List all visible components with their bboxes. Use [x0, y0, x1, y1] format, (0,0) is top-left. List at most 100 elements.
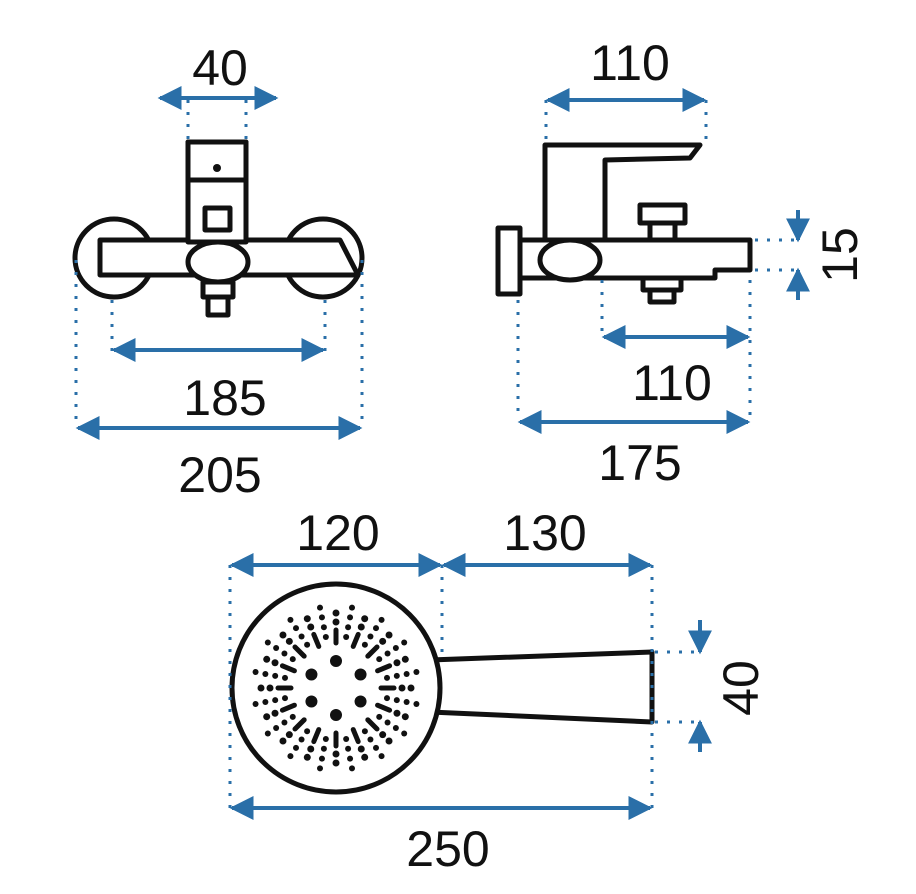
nozzle-dot — [384, 674, 391, 681]
nozzle-dot — [373, 625, 380, 632]
nozzle-dot — [384, 719, 391, 726]
nozzle-dot — [287, 753, 294, 760]
nozzle-dot — [357, 745, 365, 753]
nozzle-dot — [271, 659, 279, 667]
nozzle-dot — [384, 650, 391, 657]
nozzle-dot — [330, 655, 342, 667]
nozzle-dot — [332, 609, 340, 617]
nozzle-dot — [403, 699, 410, 706]
side-depth-label: 175 — [598, 435, 681, 491]
nozzle-dot — [354, 695, 367, 708]
nozzle-dot — [285, 731, 293, 739]
nozzle-dot — [305, 695, 318, 708]
nozzle-dot — [318, 614, 325, 621]
nozzle-dot — [279, 737, 287, 745]
nozzle-slot — [292, 717, 307, 732]
nozzle-dot — [320, 624, 327, 631]
nozzle-dot — [343, 633, 350, 640]
nozzle-dot — [401, 655, 409, 663]
nozzle-dot — [376, 656, 383, 663]
front-inner-width-label: 185 — [183, 370, 266, 426]
nozzle-dot — [385, 631, 393, 639]
nozzle-dot — [273, 725, 280, 732]
nozzle-dot — [252, 700, 259, 707]
front-view-dimensions — [74, 86, 364, 440]
nozzle-dot — [307, 623, 315, 631]
nozzle-dot — [393, 709, 401, 717]
nozzle-slot — [311, 727, 322, 745]
nozzle-dot — [330, 709, 342, 721]
nozzle-dot — [279, 631, 287, 639]
nozzle-dot — [376, 713, 383, 720]
nozzle-dot — [305, 668, 318, 681]
nozzle-dot — [322, 736, 329, 743]
side-view-faucet — [495, 142, 753, 305]
nozzle-dot — [263, 713, 271, 721]
nozzle-dot — [281, 719, 288, 726]
nozzle-dot — [361, 615, 369, 623]
shower-head-width-label: 120 — [296, 505, 379, 561]
nozzle-dot — [401, 639, 408, 646]
shower-handle-width-label: 130 — [503, 505, 586, 561]
nozzle-dot — [361, 641, 368, 648]
side-height-label: 15 — [812, 227, 868, 283]
nozzle-dot — [264, 639, 271, 646]
nozzle-dot — [303, 615, 311, 623]
nozzle-dot — [332, 759, 340, 767]
nozzle-dot — [298, 736, 305, 743]
side-spout-length-label: 110 — [632, 355, 712, 411]
nozzle-dot — [393, 697, 400, 704]
nozzle-dot — [343, 736, 350, 743]
nozzle-dot — [262, 699, 269, 706]
nozzle-dot — [307, 745, 315, 753]
nozzle-dot — [289, 656, 296, 663]
nozzle-dot — [257, 684, 265, 692]
shower-head — [229, 581, 655, 795]
nozzle-dot — [332, 750, 340, 758]
nozzle-dot — [272, 672, 279, 679]
nozzle-dot — [281, 650, 288, 657]
nozzle-dot — [392, 644, 399, 651]
nozzle-dot — [413, 669, 420, 676]
nozzle-dot — [285, 637, 293, 645]
nozzle-dot — [322, 633, 329, 640]
nozzle-dot — [347, 755, 354, 762]
shower-handle-height-label: 40 — [713, 660, 769, 716]
nozzle-dot — [401, 730, 408, 737]
nozzle-dot — [273, 644, 280, 651]
nozzle-dot — [361, 753, 369, 761]
nozzle-dot — [345, 745, 352, 752]
nozzle-dot — [378, 616, 385, 623]
nozzle-slot — [279, 702, 297, 713]
nozzle-dot — [385, 737, 393, 745]
nozzle-dot — [403, 670, 410, 677]
front-top-width-label: 40 — [192, 40, 248, 96]
nozzle-dot — [367, 633, 374, 640]
nozzle-dot — [361, 728, 368, 735]
nozzle-dot — [347, 614, 354, 621]
nozzle-dot — [348, 765, 355, 772]
nozzle-dot — [398, 684, 406, 692]
nozzle-slot — [279, 663, 297, 674]
nozzle-dot — [357, 623, 365, 631]
nozzle-dot — [289, 713, 296, 720]
nozzle-dot — [373, 744, 380, 751]
nozzle-dot — [378, 753, 385, 760]
nozzle-dot — [318, 755, 325, 762]
nozzle-dot — [332, 618, 340, 626]
nozzle-slot — [311, 631, 322, 649]
nozzle-slot — [350, 631, 361, 649]
nozzle-dot — [392, 725, 399, 732]
nozzle-dot — [287, 616, 294, 623]
nozzle-dot — [393, 672, 400, 679]
nozzle-slot — [365, 717, 380, 732]
nozzle-dot — [379, 637, 387, 645]
front-outer-width-label: 205 — [178, 447, 261, 503]
nozzle-slot — [375, 663, 393, 674]
side-view-dimensions — [516, 88, 810, 434]
nozzle-dot — [303, 753, 311, 761]
nozzle-dot — [384, 695, 391, 702]
nozzle-dot — [413, 700, 420, 707]
nozzle-dot — [407, 684, 415, 692]
